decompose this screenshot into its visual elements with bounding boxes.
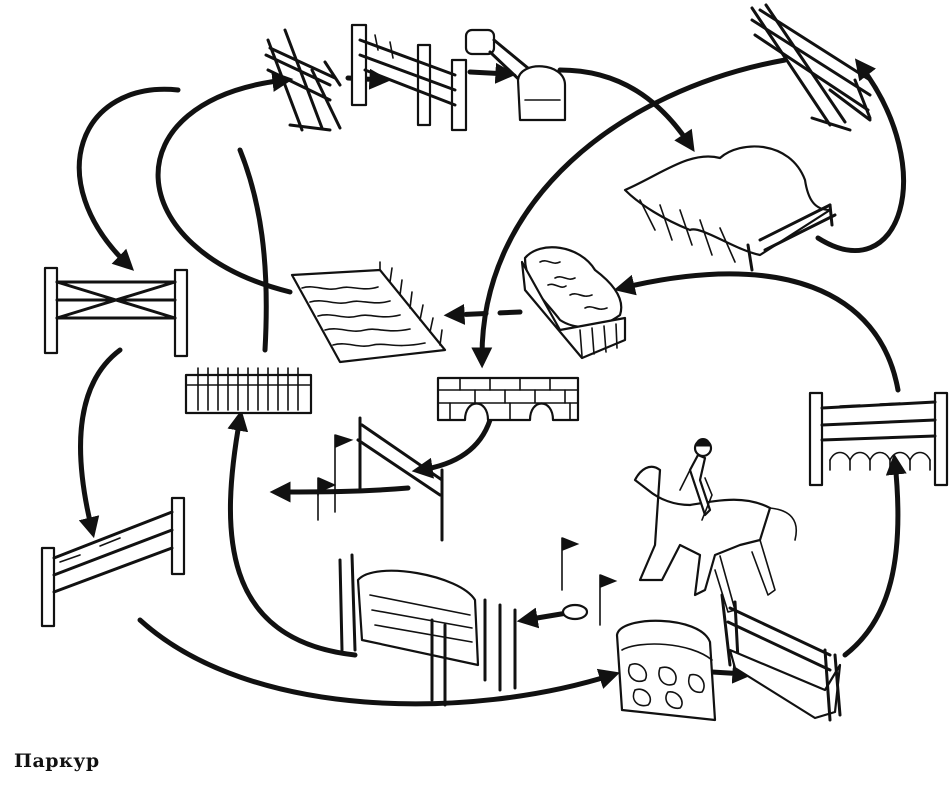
flags-near-horse bbox=[561, 537, 618, 626]
stone-wall-rolltop-obstacle bbox=[615, 619, 717, 722]
route-arrow bbox=[237, 147, 269, 353]
route-arrow bbox=[815, 58, 906, 253]
route-arrow bbox=[467, 62, 517, 84]
route-arrow bbox=[155, 71, 294, 295]
route-arrow bbox=[137, 617, 621, 707]
picket-wall-obstacle bbox=[184, 367, 313, 415]
gate-obstacle-left bbox=[43, 266, 189, 358]
route-arrow bbox=[78, 347, 123, 539]
route-arrow bbox=[613, 271, 901, 393]
log-obstacle bbox=[561, 603, 589, 621]
route-arrow bbox=[269, 481, 411, 503]
water-jump-obstacle bbox=[290, 261, 447, 364]
brick-wall-obstacle bbox=[436, 376, 580, 422]
route-arrow bbox=[227, 409, 358, 658]
route-arrow bbox=[709, 662, 754, 684]
route-arrow bbox=[842, 453, 907, 658]
rolltop-obstacle-top bbox=[464, 28, 567, 122]
ramp-wall-obstacle-bottom-right bbox=[720, 593, 842, 722]
horse-and-rider bbox=[633, 438, 797, 613]
walled-gate-obstacle-bottom bbox=[338, 553, 517, 707]
oxer-obstacle-top-left bbox=[264, 28, 342, 132]
bank-obstacle-top-right bbox=[623, 145, 837, 272]
diagram-caption: Паркур bbox=[14, 750, 100, 772]
route-arrow bbox=[471, 57, 788, 369]
hedge-obstacle bbox=[520, 246, 627, 360]
route-arrow bbox=[557, 67, 695, 152]
route-arrow bbox=[411, 417, 493, 479]
vertical-fence-top bbox=[350, 23, 468, 132]
route-arrow bbox=[443, 303, 523, 325]
route-arrow bbox=[76, 86, 181, 271]
flag-rail-obstacle-centre bbox=[317, 416, 444, 542]
planks-obstacle-right bbox=[808, 391, 949, 487]
triple-bar-obstacle-top-right bbox=[750, 3, 872, 132]
course-route-arrows bbox=[76, 57, 907, 707]
parallel-rails-obstacle-left bbox=[40, 496, 186, 628]
